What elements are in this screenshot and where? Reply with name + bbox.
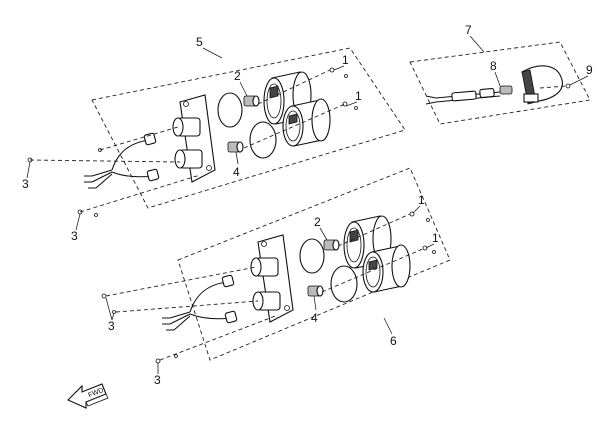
callout-1d: 1 bbox=[432, 231, 439, 245]
fwd-arrow-icon: FWD bbox=[67, 383, 109, 409]
group-outline-6 bbox=[177, 167, 451, 361]
base-plate-top bbox=[172, 94, 216, 183]
callout-8: 8 bbox=[490, 59, 497, 73]
callout-3b: 3 bbox=[71, 229, 78, 243]
group-outline-7 bbox=[409, 41, 591, 125]
group-outline-5 bbox=[91, 47, 406, 209]
callout-1b: 1 bbox=[355, 89, 362, 103]
callout-7: 7 bbox=[465, 23, 472, 37]
callout-2b: 2 bbox=[314, 215, 321, 229]
callout-2: 2 bbox=[234, 69, 241, 83]
wire-harness-bottom bbox=[162, 274, 238, 331]
bulb-bottom-lower bbox=[307, 285, 324, 297]
callout-3d: 3 bbox=[154, 373, 161, 387]
wire-right bbox=[425, 88, 501, 105]
callout-1c: 1 bbox=[418, 193, 425, 207]
lens-top-lower bbox=[282, 98, 331, 147]
assembly-right: 7 8 9 bbox=[409, 23, 593, 125]
callout-1a: 1 bbox=[342, 53, 349, 67]
callout-6: 6 bbox=[390, 334, 397, 348]
bulb-bottom-upper bbox=[323, 239, 340, 251]
bulb-top-lower bbox=[227, 141, 244, 153]
callout-3a: 3 bbox=[22, 177, 29, 191]
callout-3c: 3 bbox=[108, 319, 115, 333]
bulb-right bbox=[499, 85, 513, 95]
screw-right bbox=[539, 83, 571, 89]
callout-4: 4 bbox=[233, 165, 240, 179]
o-ring-top-upper bbox=[217, 92, 243, 128]
o-ring-bottom-lower bbox=[330, 265, 358, 303]
callout-9: 9 bbox=[586, 63, 593, 77]
callout-4b: 4 bbox=[311, 311, 318, 325]
lens-bottom-lower bbox=[362, 244, 411, 293]
o-ring-top-lower bbox=[249, 121, 277, 159]
base-plate-bottom bbox=[250, 234, 294, 323]
lamp-housing-right bbox=[521, 65, 563, 105]
callout-5: 5 bbox=[196, 35, 203, 49]
assembly-bottom: 6 1 1 2 4 3 3 bbox=[101, 167, 451, 387]
bulb-top-upper bbox=[243, 95, 260, 107]
assembly-top: 5 1 1 2 4 3 3 bbox=[22, 35, 406, 243]
o-ring-bottom-upper bbox=[299, 238, 325, 274]
screws-bottom bbox=[101, 211, 436, 364]
